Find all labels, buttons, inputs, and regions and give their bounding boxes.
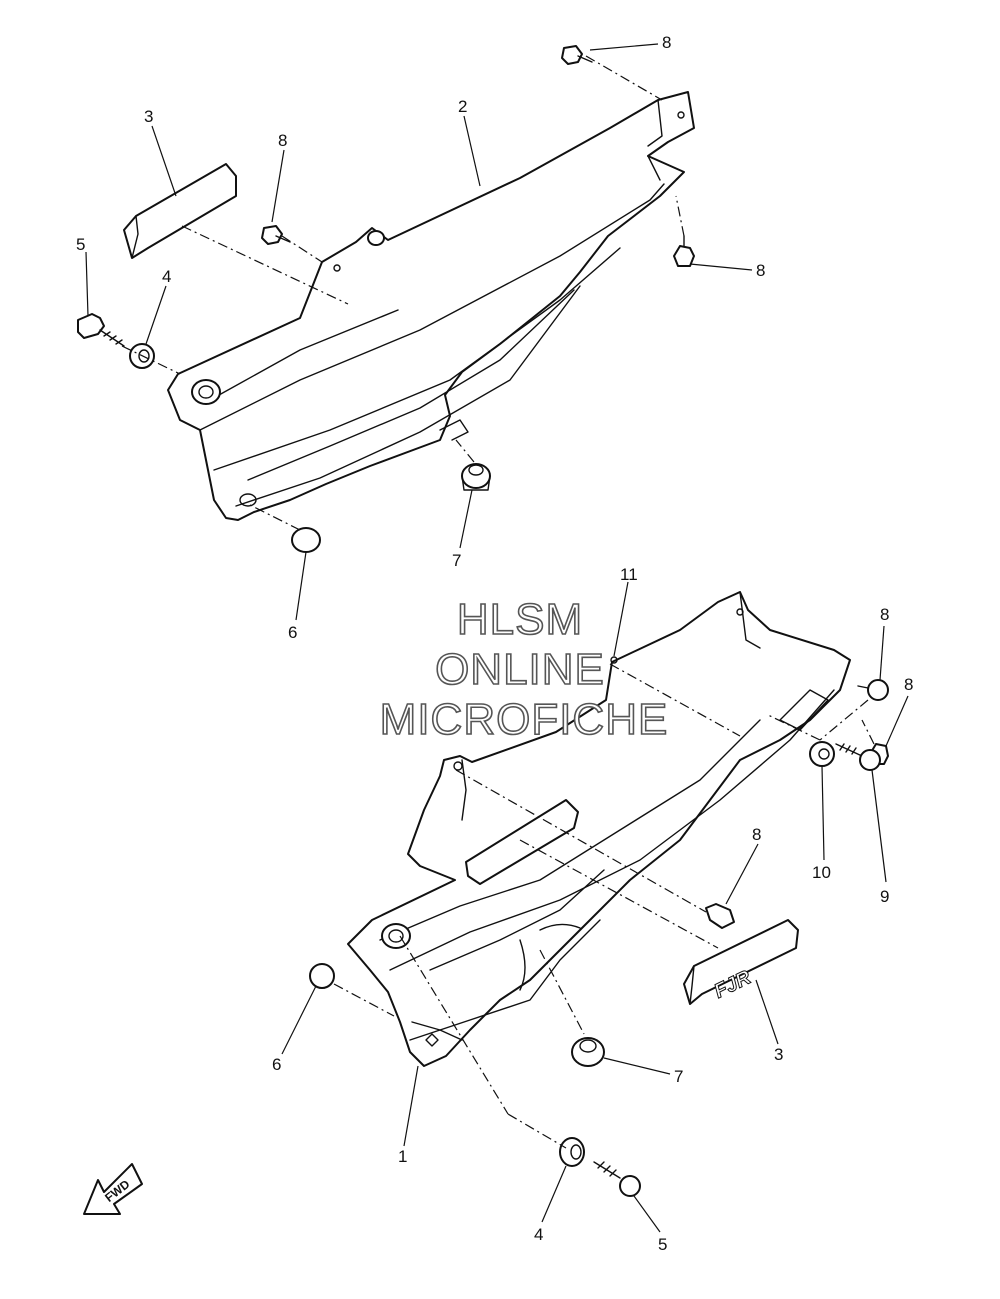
watermark-line-3: MICROFICHE [380, 695, 669, 744]
callout-11: 11 [620, 565, 638, 584]
damper-top[interactable] [461, 463, 491, 491]
callout-5-top: 5 [76, 235, 85, 254]
grommet-bottom[interactable] [559, 1137, 585, 1167]
leader-lines [85, 43, 909, 1233]
side-cover-left[interactable] [167, 91, 695, 521]
callout-8-c: 8 [756, 261, 765, 280]
bolt-top[interactable] [77, 313, 125, 347]
callout-5-bottom: 5 [658, 1235, 667, 1254]
callout-10: 10 [812, 863, 831, 882]
callout-8-b: 8 [278, 131, 287, 150]
watermark-line-2: ONLINE [435, 645, 605, 694]
callout-4-bottom: 4 [534, 1225, 543, 1244]
watermark: HLSM ONLINE MICROFICHE [379, 594, 669, 745]
forward-arrow-icon: FWD [83, 1163, 143, 1215]
callout-1: 1 [398, 1147, 407, 1166]
emblem-top[interactable] [123, 163, 237, 259]
callout-3-bottom: 3 [774, 1045, 783, 1064]
callout-2: 2 [458, 97, 467, 116]
collar[interactable] [809, 741, 835, 767]
callout-8-e: 8 [904, 675, 913, 694]
callout-8-d: 8 [880, 605, 889, 624]
callout-6-bottom: 6 [272, 1055, 281, 1074]
callout-8-f: 8 [752, 825, 761, 844]
rivet-top-mid[interactable] [261, 225, 291, 245]
callout-4-top: 4 [162, 267, 171, 286]
watermark-line-1: HLSM [457, 595, 583, 644]
cap-bottom[interactable] [309, 963, 335, 989]
rivet-right-upper[interactable] [857, 679, 889, 701]
callout-3-top: 3 [144, 107, 153, 126]
damper-bottom[interactable] [571, 1037, 605, 1067]
callout-8-a: 8 [662, 33, 671, 52]
screw[interactable] [835, 743, 881, 771]
callout-7-top: 7 [452, 551, 461, 570]
callout-9: 9 [880, 887, 889, 906]
callout-7-bottom: 7 [674, 1067, 683, 1086]
side-cover-right[interactable] [347, 591, 851, 1067]
callout-6-top: 6 [288, 623, 297, 642]
bolt-bottom[interactable] [593, 1161, 641, 1197]
rivet-bottom-mid[interactable] [705, 903, 735, 929]
cap-top[interactable] [291, 527, 321, 553]
rivet-top-right-upper[interactable] [561, 45, 593, 65]
clip-top-right[interactable] [673, 235, 695, 267]
emblem-bottom[interactable]: FJR [683, 919, 799, 1005]
